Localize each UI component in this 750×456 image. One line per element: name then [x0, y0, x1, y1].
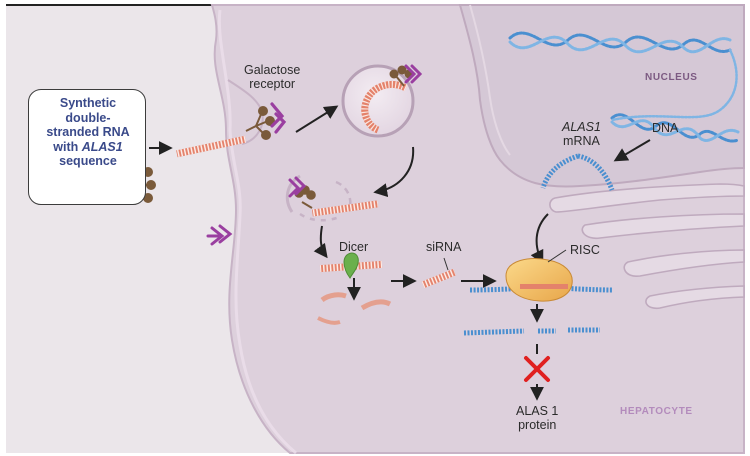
label-line: Galactose: [244, 63, 301, 77]
alas1-mrna-strand: [540, 153, 615, 191]
galactose-receptor-label: Galactose receptor: [244, 63, 300, 91]
dna-helix: [508, 31, 740, 143]
receptor-icon: [206, 224, 233, 246]
receptor-icon: [404, 64, 423, 84]
label-line: protein: [518, 418, 557, 432]
label-gene: ALAS1: [562, 120, 601, 134]
endosome-vesicle: [341, 64, 415, 138]
arrow-icon: [295, 105, 339, 133]
arrow-icon: [313, 225, 328, 259]
receptor-icon: [270, 102, 287, 134]
receptor-icon: [288, 176, 307, 198]
alas1-mrna-label: ALAS1 mRNA: [562, 120, 601, 148]
arrow-icon: [373, 146, 415, 198]
endoplasmic-reticulum: [549, 183, 745, 310]
ligand-icon: [245, 106, 275, 140]
sirna-fragment: [421, 257, 456, 289]
callout-gene: ALAS1: [81, 139, 123, 154]
synthetic-rna-callout: Synthetic double- stranded RNA with ALAS…: [28, 89, 146, 205]
dna-label: DNA: [652, 121, 679, 135]
callout-line: sequence: [59, 154, 117, 169]
risc-icon: [505, 249, 573, 302]
risc-label: RISC: [570, 243, 600, 257]
callout-line: double-: [65, 110, 111, 125]
cleaved-mrna: [463, 327, 600, 336]
nuclear-envelope: [458, 4, 745, 188]
nucleus-label: NUCLEUS: [645, 72, 698, 83]
callout-line: Synthetic: [59, 96, 117, 110]
dsrna-at-membrane: [176, 135, 247, 158]
callout-text: Synthetic double- stranded RNA with ALAS…: [29, 96, 147, 169]
sirna-label: siRNA: [426, 240, 462, 254]
arrow-icon: [613, 139, 651, 162]
callout-with: with: [53, 139, 82, 154]
callout-line: with ALAS1: [29, 140, 147, 155]
callout-line: stranded RNA: [46, 125, 130, 140]
dicer-icon: [343, 252, 359, 279]
block-x-icon: [524, 356, 550, 382]
dicer-step: [317, 252, 392, 325]
ruptured-vesicle: [285, 174, 379, 222]
arrow-icon: [530, 213, 549, 265]
dicer-label: Dicer: [339, 240, 369, 254]
label-line: ALAS 1: [516, 404, 559, 418]
label-line: mRNA: [563, 134, 600, 148]
alas1-protein-label: ALAS 1 protein: [516, 404, 558, 432]
label-line: receptor: [249, 77, 296, 91]
hepatocyte-label: HEPATOCYTE: [620, 406, 693, 417]
